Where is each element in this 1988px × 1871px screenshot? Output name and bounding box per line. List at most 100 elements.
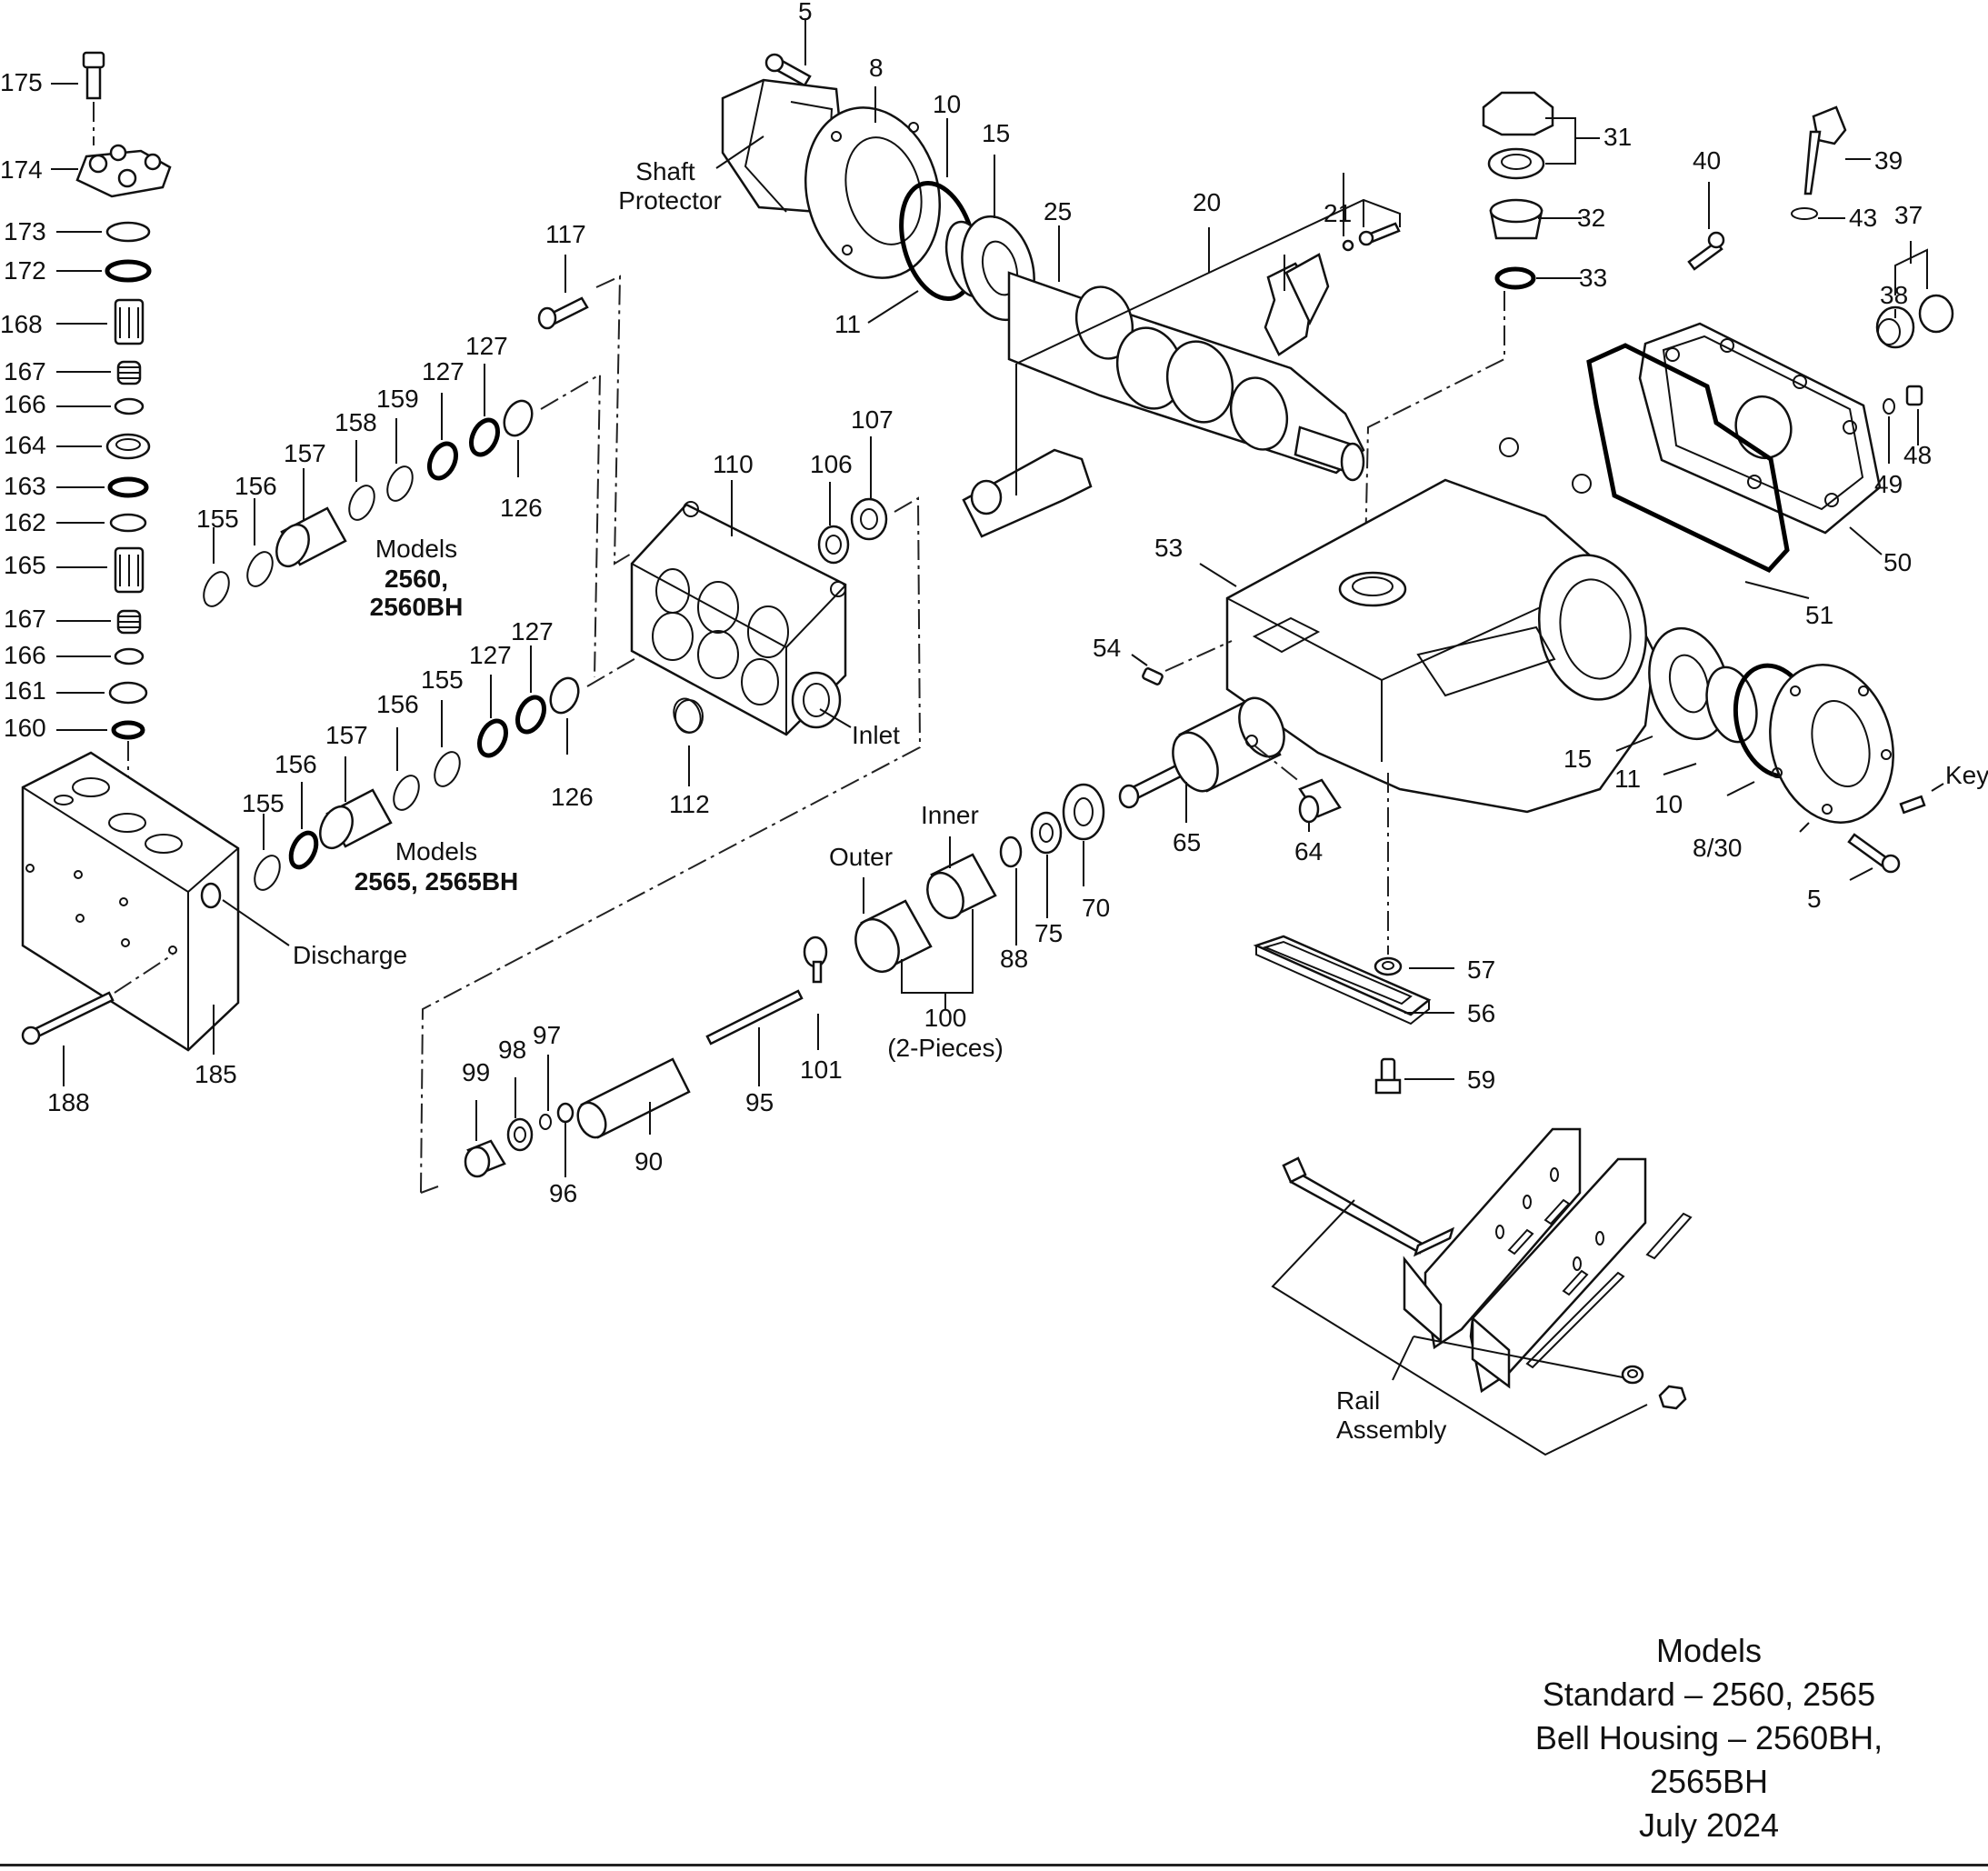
part-70-seal <box>1062 783 1105 841</box>
label-inner: Inner <box>921 801 979 829</box>
label-167a: 167 <box>4 357 46 385</box>
label-173: 173 <box>4 217 46 245</box>
label-32: 32 <box>1577 204 1606 232</box>
label-50: 50 <box>1883 548 1913 576</box>
label-167b: 167 <box>4 605 46 633</box>
rail-assembly <box>1271 1127 1693 1456</box>
label-157b: 157 <box>325 721 368 749</box>
label-164: 164 <box>4 431 46 459</box>
label-21: 21 <box>1324 199 1353 227</box>
label-25: 25 <box>1044 197 1073 225</box>
label-127d: 127 <box>511 617 554 645</box>
label-110: 110 <box>713 450 754 478</box>
crankcase <box>1118 437 1656 1095</box>
label-key: Key <box>1945 761 1988 789</box>
label-126b: 126 <box>551 783 594 811</box>
label-156c: 156 <box>376 690 419 718</box>
footer-models: Models <box>1655 1632 1763 1669</box>
label-101: 101 <box>800 1056 843 1084</box>
label-31: 31 <box>1603 123 1633 151</box>
crankshaft-assembly <box>715 18 1401 538</box>
footer-date: July 2024 <box>1638 1806 1780 1844</box>
label-165: 165 <box>4 551 46 579</box>
part-162-oring <box>109 513 147 533</box>
part-160-oring <box>111 720 145 740</box>
part-8-housing <box>804 106 942 279</box>
label-155a: 155 <box>196 505 239 533</box>
label-168: 168 <box>0 310 43 338</box>
models-b-title: Models <box>395 837 478 865</box>
label-127b: 127 <box>465 332 508 360</box>
part-163-oring <box>107 476 149 498</box>
part-188-bolt <box>33 991 115 1038</box>
label-156b: 156 <box>275 750 317 778</box>
label-98: 98 <box>498 1036 527 1064</box>
seal-stacks <box>203 255 655 891</box>
label-174: 174 <box>0 155 43 184</box>
label-106: 106 <box>810 450 853 478</box>
label-90: 90 <box>634 1147 664 1176</box>
side-bearing-cover <box>1615 626 1944 881</box>
label-107: 107 <box>851 405 894 434</box>
bottom-rule <box>0 1864 1988 1866</box>
part-53-crankcase <box>1225 478 1656 814</box>
label-assembly: Assembly <box>1336 1416 1447 1444</box>
label-75: 75 <box>1034 919 1064 947</box>
label-175: 175 <box>0 68 43 96</box>
crankcase-top <box>1364 91 1954 599</box>
label-127a: 127 <box>422 357 465 385</box>
label-shaft: Shaft <box>635 157 695 185</box>
label-54: 54 <box>1093 634 1122 662</box>
label-112: 112 <box>669 790 710 818</box>
label-100: 100 <box>924 1004 967 1032</box>
label-95: 95 <box>745 1088 774 1116</box>
part-20-conrod <box>962 448 1093 538</box>
label-57: 57 <box>1467 956 1496 984</box>
label-10b: 10 <box>1654 790 1683 818</box>
label-20: 20 <box>1193 188 1222 216</box>
label-rail: Rail <box>1336 1386 1381 1415</box>
label-33: 33 <box>1579 264 1608 292</box>
label-161: 161 <box>4 676 46 705</box>
label-64: 64 <box>1294 837 1324 865</box>
label-70: 70 <box>1082 894 1111 922</box>
part-95-stud <box>705 989 804 1046</box>
label-15b: 15 <box>1563 745 1593 773</box>
label-157a: 157 <box>284 439 326 467</box>
label-155c: 155 <box>421 665 464 694</box>
label-100-pieces: (2-Pieces) <box>887 1034 1004 1062</box>
label-5b: 5 <box>1807 885 1822 913</box>
label-159: 159 <box>376 385 419 413</box>
label-188: 188 <box>47 1088 90 1116</box>
part-172-oring <box>105 259 152 283</box>
label-40: 40 <box>1693 146 1722 175</box>
label-117: 117 <box>545 220 586 248</box>
label-127c: 127 <box>469 641 512 669</box>
label-126a: 126 <box>500 494 543 522</box>
label-37: 37 <box>1894 201 1923 229</box>
discharge-valve-stack <box>21 51 290 1086</box>
label-172: 172 <box>4 256 46 285</box>
label-156a: 156 <box>235 472 277 500</box>
models-a-line1: 2560, <box>384 565 449 593</box>
label-protector: Protector <box>618 186 722 215</box>
part-164-seat <box>105 433 151 460</box>
label-160: 160 <box>4 714 46 742</box>
label-39: 39 <box>1874 146 1903 175</box>
part-51-gasket <box>1586 343 1790 574</box>
label-99: 99 <box>462 1058 491 1086</box>
footer-standard: Standard – 2560, 2565 <box>1542 1676 1876 1713</box>
footer-bell-housing: Bell Housing – 2560BH, 2565BH <box>1534 1719 1883 1800</box>
label-166a: 166 <box>4 390 46 418</box>
label-96: 96 <box>549 1179 578 1207</box>
label-49: 49 <box>1874 470 1903 498</box>
label-38: 38 <box>1880 281 1909 309</box>
label-8: 8 <box>869 54 884 82</box>
part-166-valve <box>114 397 145 415</box>
label-discharge: Discharge <box>293 941 408 969</box>
part-43-washer <box>1791 207 1818 220</box>
label-11b: 11 <box>1614 765 1642 793</box>
label-158: 158 <box>335 408 377 436</box>
label-59: 59 <box>1467 1066 1496 1094</box>
